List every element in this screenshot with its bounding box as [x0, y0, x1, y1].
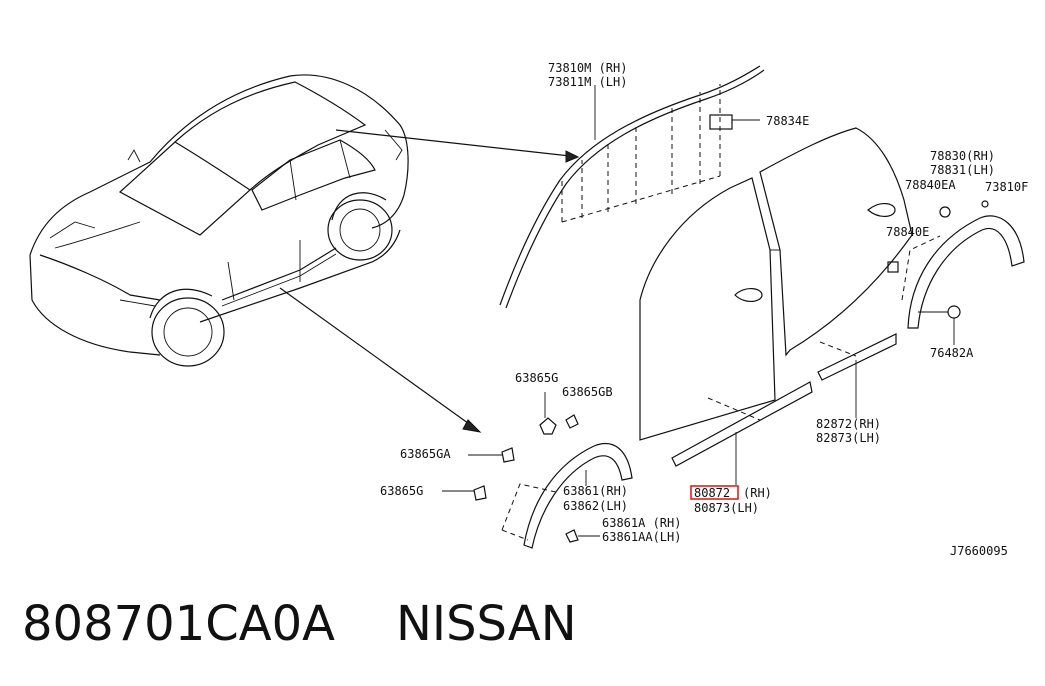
label-78831: 78831(LH) — [930, 163, 995, 177]
label-78834e: 78834E — [766, 114, 809, 128]
part-number: 808701CA0A — [22, 596, 335, 652]
caption-gap — [335, 596, 396, 652]
label-80872-side: (RH) — [743, 486, 772, 500]
diagram-id: J7660095 — [950, 544, 1008, 558]
brand-name: NISSAN — [396, 596, 577, 652]
label-73810m: 73810M (RH) — [548, 61, 627, 75]
door-mouldings — [671, 333, 897, 485]
label-63862: 63862(LH) — [563, 499, 628, 513]
roof-moulding — [499, 65, 765, 309]
label-63861a: 63861A (RH) — [602, 516, 681, 530]
pointer-arrows — [279, 129, 580, 433]
front-arch-moulding — [442, 392, 633, 549]
door-panels — [639, 127, 913, 441]
label-82872: 82872(RH) — [816, 417, 881, 431]
label-73811m: 73811M (LH) — [548, 75, 627, 89]
label-78840ea: 78840EA — [905, 178, 956, 192]
label-73810f: 73810F — [985, 180, 1028, 194]
label-78840e: 78840E — [886, 225, 929, 239]
label-63861aa: 63861AA(LH) — [602, 530, 681, 544]
car-illustration — [29, 74, 409, 367]
label-63861: 63861(RH) — [563, 484, 628, 498]
label-80872: 80872 — [694, 486, 730, 500]
label-63865g-left: 63865G — [380, 484, 423, 498]
label-82873: 82873(LH) — [816, 431, 881, 445]
highlight-box — [690, 485, 739, 500]
label-80873: 80873(LH) — [694, 501, 759, 515]
label-63865g-top: 63865G — [515, 371, 558, 385]
label-63865gb: 63865GB — [562, 385, 613, 399]
rear-arch-moulding — [887, 200, 1025, 345]
parts-diagram: 73810M (RH) 73811M (LH) 78834E 78830(RH)… — [29, 61, 1028, 558]
label-78830: 78830(RH) — [930, 149, 995, 163]
label-76482a: 76482A — [930, 346, 974, 360]
part-caption: 808701CA0A NISSAN — [22, 596, 577, 652]
label-63865ga: 63865GA — [400, 447, 451, 461]
callout-labels: 73810M (RH) 73811M (LH) 78834E 78830(RH)… — [380, 61, 1028, 558]
